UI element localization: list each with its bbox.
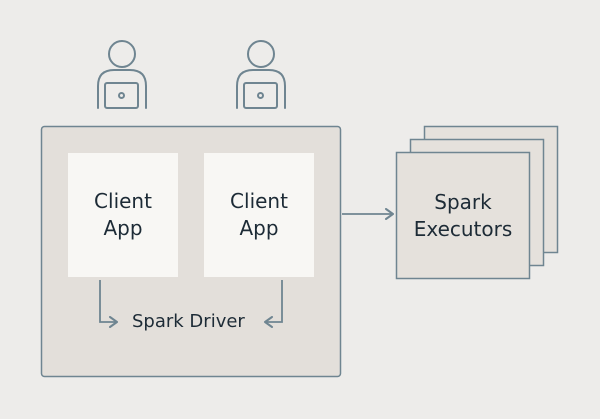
user-at-laptop-icon: [236, 40, 286, 109]
client-app-box-2: [204, 153, 314, 277]
client-app-box-1: [68, 153, 178, 277]
user-at-laptop-icon: [97, 40, 147, 109]
client-app-to-driver-arrow-2: [264, 280, 283, 328]
spark-executors-label: Spark Executors: [413, 189, 513, 241]
client-app-label-2: Client App: [230, 189, 288, 240]
client-app-to-driver-arrow-1: [99, 280, 118, 328]
executor-box-front: [395, 151, 531, 280]
client-app-label-1: Client App: [94, 189, 152, 240]
spark-driver-label: Spark Driver: [132, 311, 245, 332]
